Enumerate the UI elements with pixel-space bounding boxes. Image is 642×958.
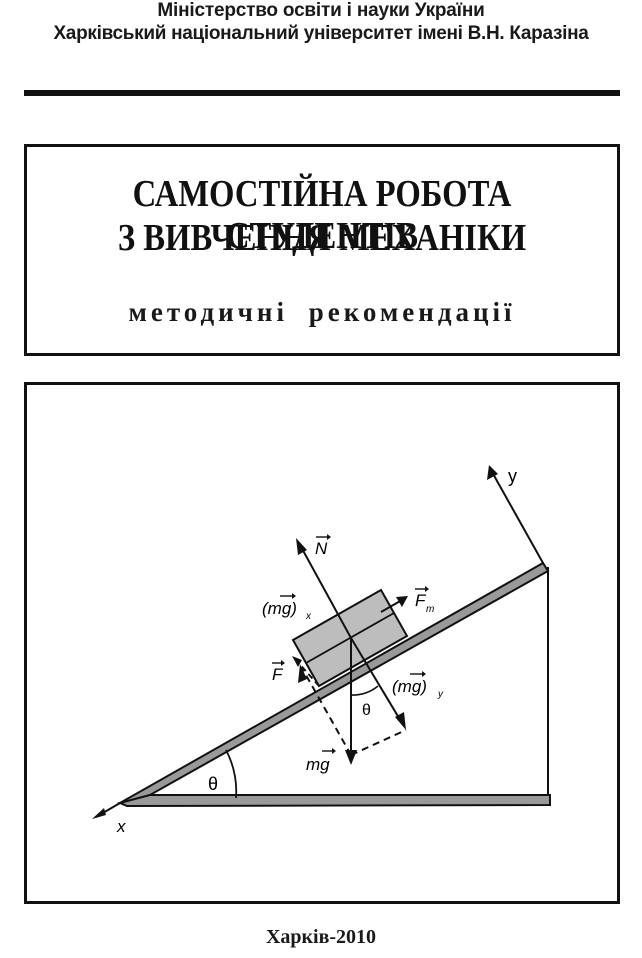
x-axis-label: x (116, 817, 126, 836)
cover-header: Міністерство освіти і науки України Харк… (0, 0, 642, 46)
title-frame: САМОСТІЙНА РОБОТА СТУДЕНТІВ З ВИВЧЕННЯ М… (24, 144, 620, 356)
ministry-name: Міністерство освіти і науки України (157, 0, 485, 21)
incline-top-surface (119, 561, 550, 804)
gravity-label: mg (306, 755, 330, 774)
city-year: Харків-2010 (265, 926, 377, 948)
applied-force-line (380, 599, 403, 613)
mgx-component-arrowhead (298, 664, 307, 683)
block-angle-label: θ (362, 702, 371, 719)
x-axis-arrowhead (92, 808, 106, 819)
block-angle-arc (350, 685, 379, 696)
normal-force-vector-tip (327, 534, 331, 540)
incline-angle-label: θ (208, 774, 218, 794)
figure-frame: θ x y N mg (24, 382, 620, 904)
applied-force-arrowhead (396, 596, 408, 607)
y-axis-arrowhead (487, 465, 498, 480)
title-line-1: САМОСТІЙНА РОБОТА СТУДЕНТІВ (132, 173, 512, 257)
friction-force-arrowhead (292, 656, 302, 667)
incline-base (116, 794, 551, 808)
mgx-component-dashed (301, 667, 352, 756)
mgy-vector-tip (422, 671, 426, 677)
y-axis-label: y (508, 466, 517, 486)
subtitle: методичні рекомендації (128, 297, 516, 327)
inclined-plane-diagram: θ x y N mg (92, 465, 551, 836)
title-line-2: З ВИВЧЕННЯ МЕХАНІКИ (117, 217, 527, 259)
gravity-vector-tip (332, 748, 336, 754)
normal-force-label: N (315, 539, 328, 558)
mgx-vector-tip (292, 593, 296, 599)
university-name: Харківський національний університет іме… (53, 23, 589, 44)
mgx-subscript: x (305, 611, 312, 622)
mgy-component-arrowhead (395, 712, 406, 730)
mgy-label: (mg) (392, 677, 427, 696)
incline-angle-arc (225, 749, 238, 799)
friction-force-label: F (272, 665, 284, 684)
applied-force-label: F (415, 591, 427, 610)
y-axis-line (491, 471, 544, 564)
mgy-subscript: y (437, 689, 444, 700)
mgy-component-line (350, 637, 403, 724)
normal-force-arrowhead (296, 538, 307, 555)
friction-force-line (295, 659, 320, 687)
applied-force-subscript: m (426, 604, 434, 615)
projection-dashed-line (350, 729, 407, 756)
applied-force-vector-tip (425, 586, 429, 592)
normal-force-line (299, 544, 352, 639)
friction-force-vector-tip (281, 660, 285, 666)
mgx-label: (mg) (262, 599, 297, 618)
header-rule (24, 90, 620, 96)
